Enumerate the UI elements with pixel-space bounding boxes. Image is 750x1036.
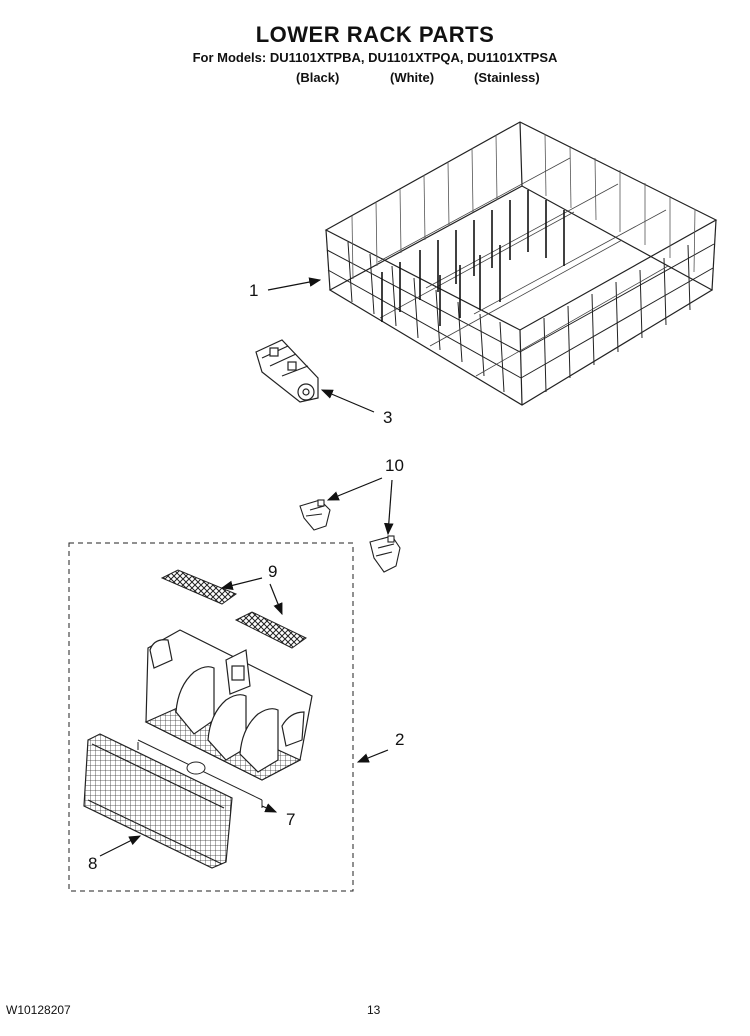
- callout-7: 7: [286, 810, 296, 829]
- callout-7-arrow: [261, 803, 278, 813]
- clip-part-left: [299, 499, 331, 531]
- page-title: LOWER RACK PARTS: [255, 22, 495, 47]
- callout-10-arrow-right: [384, 479, 394, 536]
- callout-9-arrow-2: [269, 583, 283, 616]
- rack-roller-part: [255, 339, 319, 403]
- callout-10-arrow-left: [326, 477, 383, 501]
- callout-1-arrow: [267, 277, 322, 291]
- callout-1: 1: [249, 281, 259, 300]
- callout-9-arrow-1: [220, 577, 263, 591]
- page-number: 13: [367, 1003, 381, 1017]
- callout-8-arrow: [99, 835, 142, 857]
- callout-2: 2: [395, 730, 405, 749]
- finish-white: (White): [390, 70, 435, 85]
- callout-8: 8: [88, 854, 98, 873]
- models-line: For Models: DU1101XTPBA, DU1101XTPQA, DU…: [192, 50, 558, 65]
- document-number: W10128207: [6, 1003, 71, 1017]
- basket-lid-part-2: [234, 611, 307, 649]
- hinge-pin-part: [137, 739, 263, 808]
- callout-2-arrow: [356, 749, 389, 763]
- silverware-basket-assembly-box: [68, 542, 354, 892]
- basket-cover-part: [83, 733, 233, 869]
- callout-3-arrow: [320, 389, 375, 413]
- basket-lid-part-1: [160, 569, 238, 605]
- callout-10: 10: [385, 456, 404, 475]
- lower-rack-part: [324, 121, 718, 406]
- finish-black: (Black): [296, 70, 340, 85]
- callout-9: 9: [268, 562, 278, 581]
- callout-3: 3: [383, 408, 393, 427]
- clip-part-right: [369, 535, 401, 573]
- finish-stainless: (Stainless): [474, 70, 540, 85]
- silverware-basket-part: [144, 629, 313, 781]
